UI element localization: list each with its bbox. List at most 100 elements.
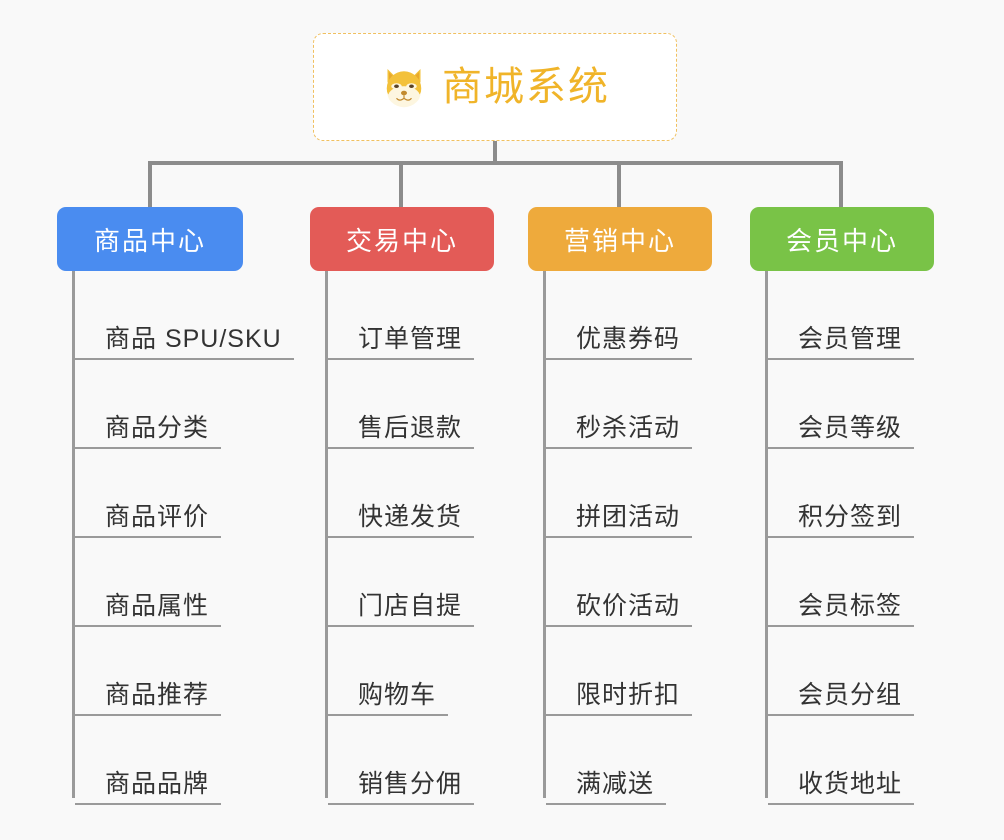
leaf-item[interactable]: 订单管理 xyxy=(325,271,510,360)
connector-drop-4 xyxy=(839,161,843,207)
branch-trade-center: 交易中心 订单管理 售后退款 快递发货 门店自提 购物车 xyxy=(310,207,510,805)
leaf-label: 收货地址 xyxy=(798,769,903,798)
connector-drop-2 xyxy=(399,161,403,207)
leaf-label: 拼团活动 xyxy=(576,502,681,531)
leaf-item[interactable]: 销售分佣 xyxy=(325,716,510,805)
tree-spine xyxy=(325,271,328,798)
category-title: 营销中心 xyxy=(563,225,676,256)
leaf-item[interactable]: 快递发货 xyxy=(325,449,510,538)
leaf-item[interactable]: 优惠券码 xyxy=(543,271,728,360)
leaf-underline xyxy=(75,536,222,538)
leaf-list-member-center: 会员管理 会员等级 积分签到 会员标签 会员分组 收货地址 xyxy=(750,271,950,805)
leaf-underline xyxy=(328,536,475,538)
connector-horizontal-bar xyxy=(148,161,843,165)
leaf-label: 秒杀活动 xyxy=(576,413,681,442)
leaf-underline xyxy=(768,803,915,805)
leaf-label: 积分签到 xyxy=(798,502,903,531)
tree-spine xyxy=(765,271,768,798)
category-header-member-center[interactable]: 会员中心 xyxy=(750,207,934,271)
leaf-label: 会员标签 xyxy=(798,591,903,620)
leaf-item[interactable]: 限时折扣 xyxy=(543,627,728,716)
leaf-label: 会员分组 xyxy=(798,680,903,709)
root-node[interactable]: 商城系统 xyxy=(313,33,677,141)
leaf-item[interactable]: 积分签到 xyxy=(765,449,950,538)
leaf-underline xyxy=(768,447,915,449)
leaf-item[interactable]: 会员分组 xyxy=(765,627,950,716)
leaf-label: 商品推荐 xyxy=(105,680,210,709)
leaf-underline xyxy=(328,447,475,449)
leaf-underline xyxy=(768,714,915,716)
leaf-label: 会员等级 xyxy=(798,413,903,442)
leaf-item[interactable]: 商品推荐 xyxy=(72,627,287,716)
leaf-underline xyxy=(546,714,693,716)
category-header-trade-center[interactable]: 交易中心 xyxy=(310,207,494,271)
leaf-underline xyxy=(768,536,915,538)
leaf-label: 门店自提 xyxy=(358,591,463,620)
leaf-label: 限时折扣 xyxy=(576,680,681,709)
leaf-item[interactable]: 砍价活动 xyxy=(543,538,728,627)
tree-spine xyxy=(72,271,75,798)
leaf-item[interactable]: 门店自提 xyxy=(325,538,510,627)
leaf-item[interactable]: 商品评价 xyxy=(72,449,287,538)
category-header-marketing-center[interactable]: 营销中心 xyxy=(528,207,712,271)
connector-drop-3 xyxy=(617,161,621,207)
leaf-label: 商品 SPU/SKU xyxy=(105,324,282,353)
leaf-underline xyxy=(75,803,222,805)
category-title: 交易中心 xyxy=(345,225,458,256)
leaf-item[interactable]: 拼团活动 xyxy=(543,449,728,538)
leaf-item[interactable]: 商品品牌 xyxy=(72,716,287,805)
leaf-label: 购物车 xyxy=(358,680,437,709)
leaf-underline xyxy=(546,625,693,627)
leaf-underline xyxy=(328,358,475,360)
leaf-label: 订单管理 xyxy=(358,324,463,353)
leaf-label: 商品品牌 xyxy=(105,769,210,798)
leaf-underline xyxy=(546,358,693,360)
leaf-list-marketing-center: 优惠券码 秒杀活动 拼团活动 砍价活动 限时折扣 满减送 xyxy=(528,271,728,805)
leaf-item[interactable]: 购物车 xyxy=(325,627,510,716)
leaf-underline xyxy=(75,625,222,627)
shiba-dog-face-icon xyxy=(386,69,422,108)
leaf-label: 销售分佣 xyxy=(358,769,463,798)
leaf-item[interactable]: 秒杀活动 xyxy=(543,360,728,449)
leaf-label: 快递发货 xyxy=(358,502,463,531)
leaf-label: 优惠券码 xyxy=(576,324,681,353)
leaf-item[interactable]: 会员管理 xyxy=(765,271,950,360)
leaf-underline xyxy=(768,358,915,360)
leaf-underline xyxy=(75,447,222,449)
leaf-underline xyxy=(546,536,693,538)
leaf-label: 砍价活动 xyxy=(576,591,681,620)
category-header-product-center[interactable]: 商品中心 xyxy=(57,207,243,271)
leaf-label: 商品属性 xyxy=(105,591,210,620)
leaf-item[interactable]: 商品分类 xyxy=(72,360,287,449)
leaf-underline xyxy=(546,803,667,805)
leaf-label: 满减送 xyxy=(576,769,655,798)
root-title: 商城系统 xyxy=(442,65,610,109)
connector-drop-1 xyxy=(148,161,152,207)
leaf-list-product-center: 商品 SPU/SKU 商品分类 商品评价 商品属性 商品推荐 商品品牌 xyxy=(57,271,294,805)
branch-member-center: 会员中心 会员管理 会员等级 积分签到 会员标签 会员分组 xyxy=(750,207,950,805)
branch-marketing-center: 营销中心 优惠券码 秒杀活动 拼团活动 砍价活动 限时折扣 xyxy=(528,207,728,805)
leaf-label: 售后退款 xyxy=(358,413,463,442)
leaf-label: 商品评价 xyxy=(105,502,210,531)
leaf-label: 商品分类 xyxy=(105,413,210,442)
leaf-item[interactable]: 商品属性 xyxy=(72,538,287,627)
category-title: 商品中心 xyxy=(93,225,206,256)
branch-product-center: 商品中心 商品 SPU/SKU 商品分类 商品评价 商品属性 商品推荐 xyxy=(57,207,294,805)
leaf-item[interactable]: 会员标签 xyxy=(765,538,950,627)
leaf-item[interactable]: 满减送 xyxy=(543,716,728,805)
connector-root-stub xyxy=(493,141,497,163)
leaf-underline xyxy=(328,803,475,805)
leaf-underline xyxy=(546,447,693,449)
leaf-item[interactable]: 商品 SPU/SKU xyxy=(72,271,294,360)
leaf-underline xyxy=(328,714,449,716)
leaf-item[interactable]: 收货地址 xyxy=(765,716,950,805)
leaf-item[interactable]: 会员等级 xyxy=(765,360,950,449)
leaf-underline xyxy=(75,358,294,360)
leaf-label: 会员管理 xyxy=(798,324,903,353)
leaf-underline xyxy=(768,625,915,627)
leaf-underline xyxy=(75,714,222,716)
category-title: 会员中心 xyxy=(785,225,898,256)
leaf-list-trade-center: 订单管理 售后退款 快递发货 门店自提 购物车 销售分佣 xyxy=(310,271,510,805)
leaf-underline xyxy=(328,625,475,627)
leaf-item[interactable]: 售后退款 xyxy=(325,360,510,449)
